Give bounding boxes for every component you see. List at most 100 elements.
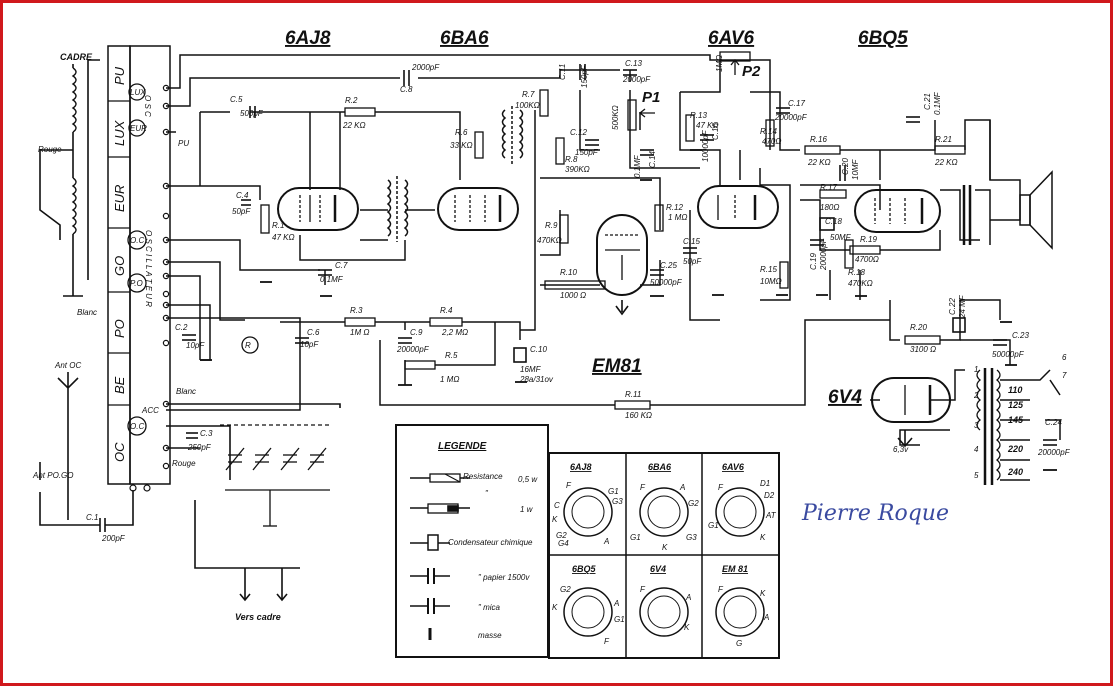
- legend-title: LEGENDE: [438, 441, 487, 452]
- label-c21: C.21: [923, 93, 932, 110]
- pin-7: 7: [1062, 371, 1067, 380]
- value-c25: 50000pF: [650, 278, 683, 287]
- value-r20: 3100 Ω: [910, 345, 936, 354]
- contact-po: P.O: [130, 279, 143, 288]
- tap-145: 145: [1008, 415, 1024, 425]
- legend-row-1-value: 0,5 w: [518, 475, 538, 484]
- resistors: [260, 51, 966, 410]
- tube-6bq5: [854, 189, 941, 233]
- legend-row-4-label: " papier 1500v: [478, 573, 530, 582]
- label-blanc-2: Blanc: [176, 387, 196, 396]
- pin-label: G1: [630, 533, 641, 542]
- wiring: [166, 54, 1061, 481]
- tube-6aj8: [277, 187, 359, 231]
- value-r14: 470Ω: [762, 137, 781, 146]
- label-r15: R.15: [760, 265, 777, 274]
- value-r11: 160 KΩ: [625, 411, 652, 420]
- value-c11: 150pF: [580, 64, 589, 88]
- tube-6av6: [697, 185, 779, 229]
- value-c14: 0.1MF: [633, 154, 642, 178]
- pin-label: K: [760, 533, 766, 542]
- pin-4: 4: [974, 445, 979, 454]
- value-r18: 470KΩ: [848, 279, 873, 288]
- pin-label: F: [640, 483, 646, 492]
- legend-row-5-label: " mica: [478, 603, 501, 612]
- label-r1: R.1: [272, 221, 284, 230]
- value-r21: 22 KΩ: [934, 158, 958, 167]
- pin-label: G3: [686, 533, 697, 542]
- pin-label: G1: [614, 615, 625, 624]
- label-c24: C.24: [1045, 418, 1062, 427]
- label-r8: R.8: [565, 155, 578, 164]
- pin-label: A: [603, 537, 609, 546]
- antenna-frame-section: CADRE Rouge Blanc PU Ant OC Ant PO.GO C.…: [32, 52, 189, 543]
- label-c18: C.18: [825, 217, 842, 226]
- value-c10: 16MF: [520, 365, 542, 374]
- pin-label: A: [613, 599, 619, 608]
- value-c17: 20000pF: [774, 113, 808, 122]
- value-c21: 0.1MF: [933, 91, 942, 115]
- label-c7: C.7: [335, 261, 348, 270]
- value-r2: 22 KΩ: [342, 121, 366, 130]
- band-eur: EUR: [112, 185, 127, 212]
- label-ant-po-go: Ant PO.GO: [32, 471, 73, 480]
- pin-label: F: [604, 637, 610, 646]
- legend-row-2-label: ": [485, 489, 489, 498]
- value-r4: 2,2 MΩ: [441, 328, 468, 337]
- pin-label: G3: [612, 497, 623, 506]
- value-r13: 47 KΩ: [696, 121, 719, 130]
- value-c23: 50000pF: [992, 350, 1025, 359]
- tap-110: 110: [1008, 385, 1022, 395]
- pinout-name-6aj8: 6AJ8: [570, 462, 592, 472]
- band-switch: PU LUX EUR GO PO BE OC LUX EUR O.C P.O O…: [107, 45, 171, 492]
- ground-symbols: [200, 149, 1057, 471]
- label-r-mark: R: [245, 341, 251, 350]
- value-r8: 390KΩ: [565, 165, 590, 174]
- label-r14: R.14: [760, 127, 777, 136]
- pin-label: AT: [765, 511, 777, 520]
- label-r10: R.10: [560, 268, 577, 277]
- label-c20: C.20: [841, 158, 850, 175]
- label-r5: R.5: [445, 351, 458, 360]
- band-pu: PU: [112, 66, 127, 85]
- pin-label: F: [566, 481, 572, 490]
- label-c23: C.23: [1012, 331, 1029, 340]
- label-r11: R.11: [625, 390, 641, 399]
- pinout-6av6: 6AV6 F D1 D2 AT G1 K: [708, 462, 777, 542]
- label-c2: C.2: [175, 323, 188, 332]
- value-c24: 20000pF: [1037, 448, 1071, 457]
- value-r12: 1 MΩ: [668, 213, 687, 222]
- pin-label: G1: [708, 521, 719, 530]
- pin-label: A: [763, 613, 769, 622]
- pinout-name-6av6: 6AV6: [722, 462, 745, 472]
- label-c22: C.22: [948, 298, 957, 315]
- label-c16: C.16: [711, 123, 720, 140]
- value-r6: 33 KΩ: [450, 141, 473, 150]
- pin-2: 2: [973, 391, 979, 400]
- pin-label: A: [685, 593, 691, 602]
- label-r4: R.4: [440, 306, 453, 315]
- tube-em81: [596, 214, 648, 316]
- value-r15: 10MΩ: [760, 277, 782, 286]
- label-r2: R.2: [345, 96, 358, 105]
- contact-acc: ACC: [141, 406, 159, 415]
- pinout-name-em81: EM 81: [722, 564, 748, 574]
- tap-240: 240: [1007, 467, 1023, 477]
- label-p1: P1: [642, 89, 660, 106]
- value-r1: 47 KΩ: [272, 233, 295, 242]
- label-r3: R.3: [350, 306, 363, 315]
- legend-row-1-label: Resistance: [463, 472, 503, 481]
- legend-row-3-label: Condensateur chimique: [448, 538, 533, 547]
- power-transformer: [976, 368, 1001, 485]
- pin-label: K: [760, 589, 766, 598]
- label-c3: C.3: [200, 429, 213, 438]
- label-c19: C.19: [809, 253, 818, 270]
- band-po: PO: [112, 319, 127, 338]
- pin-label: D2: [764, 491, 775, 500]
- value-c8: 2000pF: [411, 63, 440, 72]
- tap-220: 220: [1007, 444, 1023, 454]
- pin-label: A: [679, 483, 685, 492]
- value-c2: 10pF: [186, 341, 205, 350]
- label-c13: C.13: [625, 59, 642, 68]
